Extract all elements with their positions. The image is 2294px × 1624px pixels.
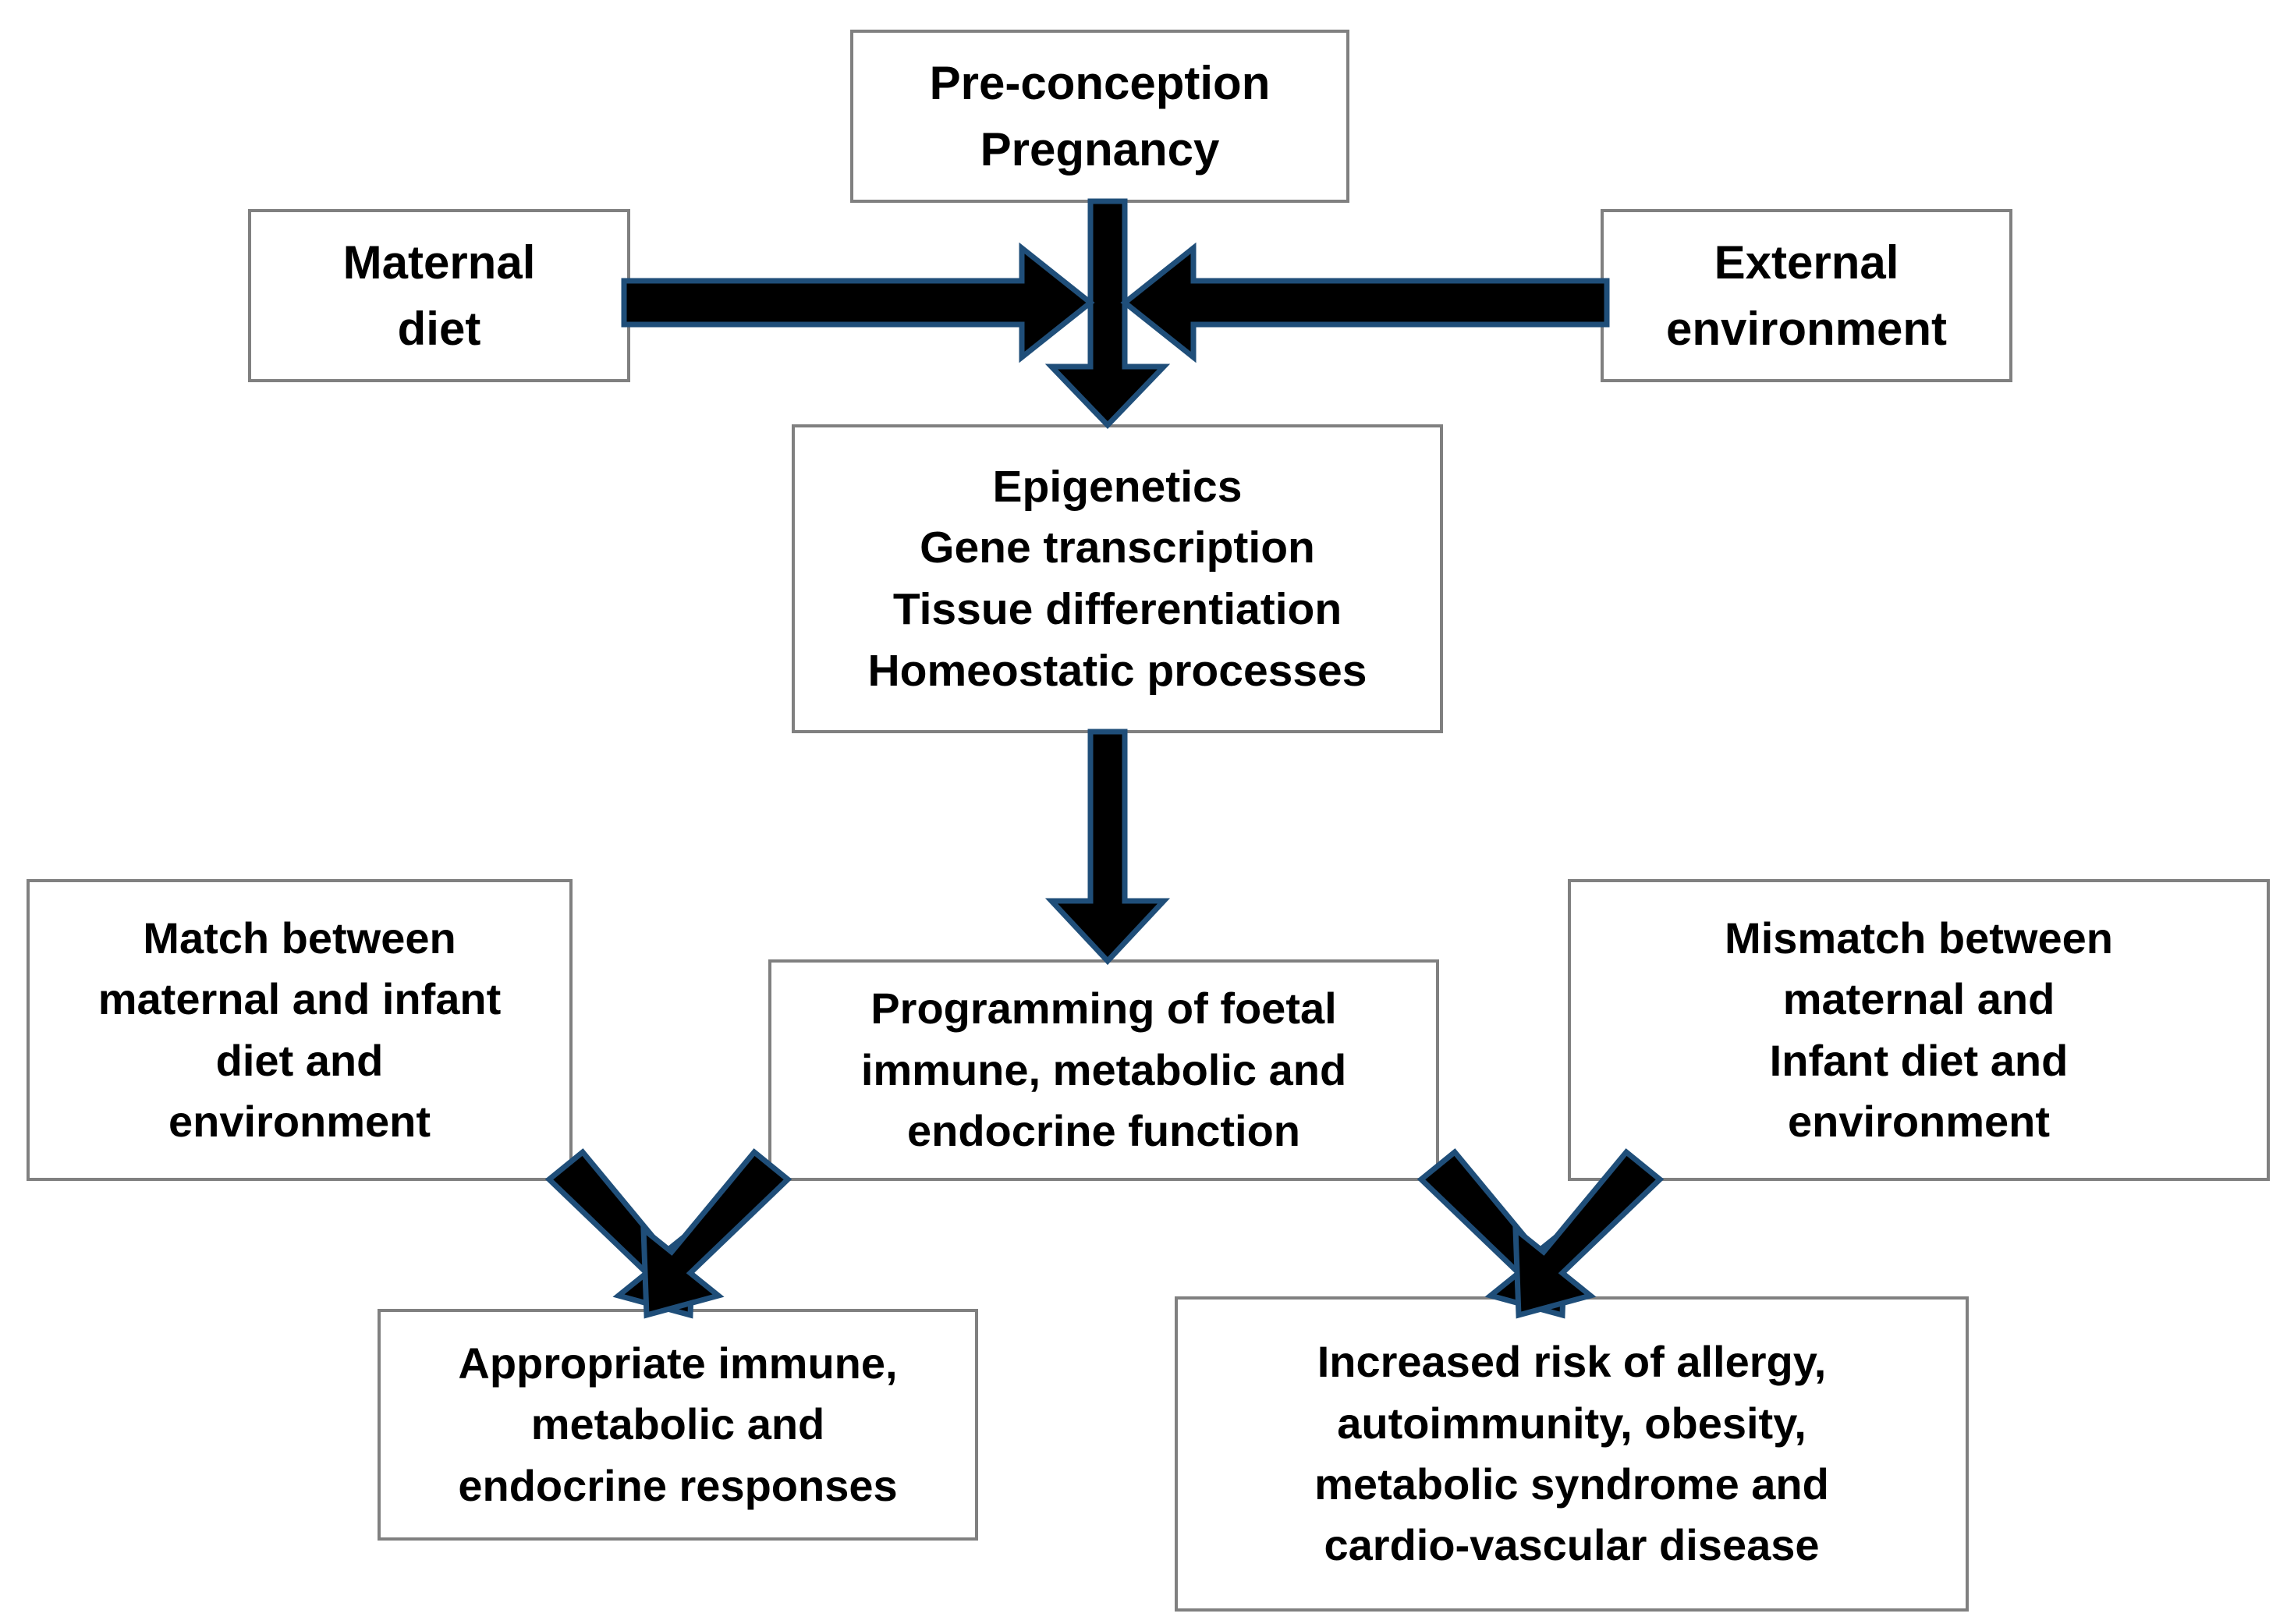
node-line: Homeostatic processes: [867, 645, 1367, 696]
node-line: diet: [397, 303, 481, 355]
node-external-environment[interactable]: External environment: [1601, 209, 2012, 382]
node-increased-risk[interactable]: Increased risk of allergy, autoimmunity,…: [1175, 1296, 1969, 1612]
node-line: environment: [1665, 303, 1948, 355]
node-match-between[interactable]: Match between maternal and infant diet a…: [27, 879, 573, 1181]
node-line: endocrine responses: [458, 1460, 898, 1510]
node-line: Infant diet and: [1769, 1035, 2069, 1085]
node-line: metabolic and: [530, 1399, 825, 1449]
node-line: immune, metabolic and: [860, 1044, 1347, 1094]
node-line: Increased risk of allergy,: [1317, 1337, 1827, 1387]
node-line: Programming of foetal: [870, 984, 1337, 1034]
node-maternal-diet[interactable]: Maternal diet: [248, 209, 630, 382]
arrow-programming-to-increased-risk: [1416, 1148, 1569, 1319]
node-line: endocrine function: [907, 1106, 1300, 1156]
node-line: Maternal: [342, 236, 536, 289]
node-line: maternal and infant: [98, 974, 502, 1024]
node-line: environment: [168, 1096, 431, 1146]
node-line: Gene transcription: [920, 523, 1315, 573]
node-line: maternal and: [1782, 974, 2055, 1024]
node-line: Epigenetics: [992, 461, 1243, 512]
node-line: External: [1714, 236, 1899, 289]
node-pre-conception-pregnancy[interactable]: Pre-conception Pregnancy: [850, 30, 1349, 203]
arrow-preconception-to-epigenetics: [1044, 198, 1171, 430]
arrow-external-environment-to-junction: [1120, 242, 1610, 363]
node-line: Appropriate immune,: [458, 1338, 898, 1388]
arrow-maternal-diet-to-junction: [621, 242, 1095, 363]
node-programming-of-foetal[interactable]: Programming of foetal immune, metabolic …: [768, 959, 1439, 1181]
node-line: environment: [1787, 1096, 2051, 1146]
node-appropriate-responses[interactable]: Appropriate immune, metabolic and endocr…: [378, 1309, 978, 1541]
arrow-epigenetics-to-programming: [1044, 729, 1171, 966]
node-line: Mismatch between: [1725, 913, 2113, 963]
node-line: diet and: [215, 1035, 384, 1085]
arrow-programming-to-appropriate: [640, 1148, 792, 1319]
node-line: Match between: [143, 913, 456, 963]
node-epigenetics[interactable]: Epigenetics Gene transcription Tissue di…: [792, 424, 1443, 733]
node-line: Pre-conception: [929, 56, 1271, 109]
node-mismatch-between[interactable]: Mismatch between maternal and Infant die…: [1568, 879, 2270, 1181]
node-line: Pregnancy: [980, 123, 1220, 176]
node-line: metabolic syndrome and: [1314, 1459, 1829, 1509]
node-line: autoimmunity, obesity,: [1337, 1398, 1806, 1448]
node-line: cardio-vascular disease: [1324, 1520, 1820, 1570]
node-line: Tissue differentiation: [892, 584, 1342, 634]
